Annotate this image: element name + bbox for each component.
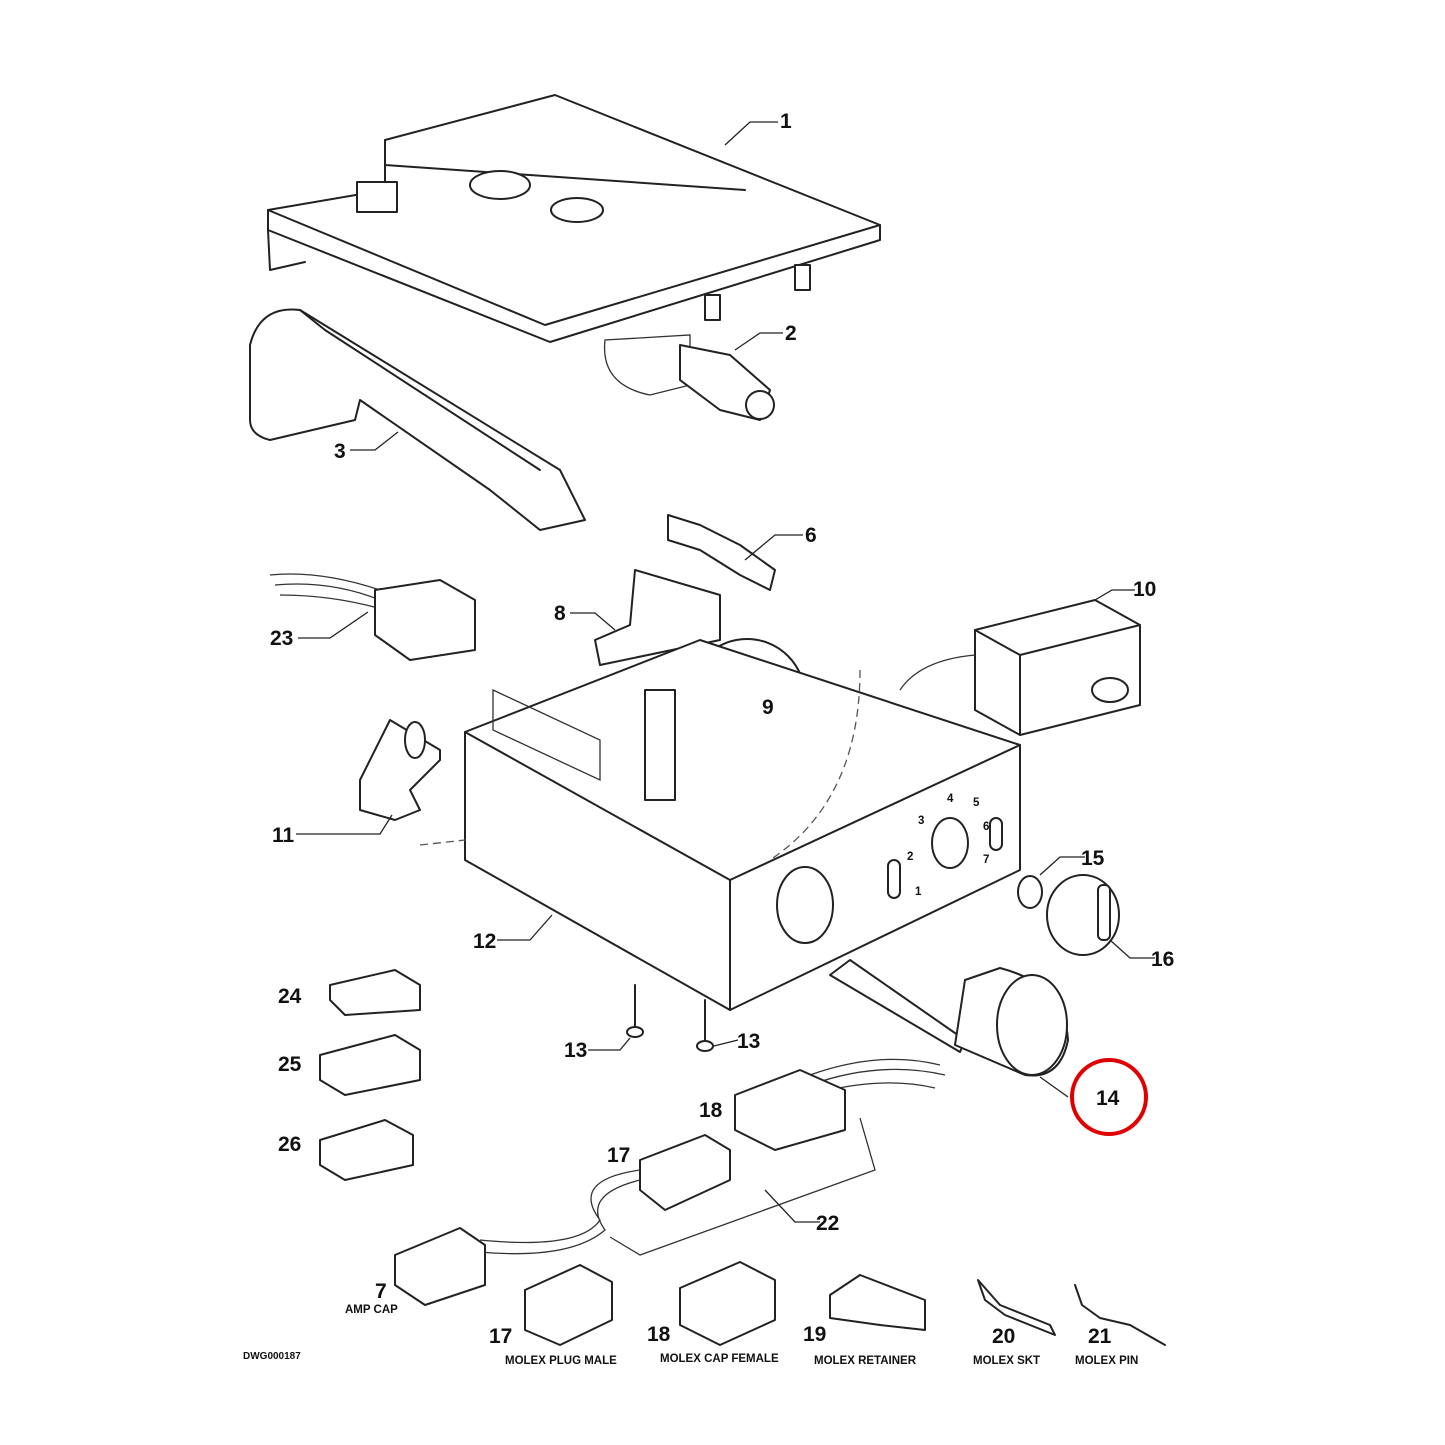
dial-mark-7: 7 [983,854,989,866]
legend-caption-molex-pin: MOLEX PIN [1075,1355,1138,1367]
callout-1: 1 [780,110,792,133]
harness-17-18-22 [394,1058,946,1306]
legend-caption-molex-cap-female: MOLEX CAP FEMALE [660,1353,779,1365]
callout-6: 6 [805,524,817,547]
part-15-16-knob [1017,874,1120,956]
part-1-lid [267,94,881,343]
callouts: 1 2 3 6 8 9 10 11 12 13 13 14 15 16 17 1… [270,110,1174,1235]
callout-15: 15 [1081,847,1105,870]
leader-lines [296,121,1155,1223]
dial-mark-1: 1 [915,886,922,898]
callout-23: 23 [270,627,293,650]
callout-10: 10 [1133,578,1156,601]
connectors-left [269,573,476,1181]
part-14-capacitor [829,959,1069,1077]
highlight-circle [1070,1058,1148,1136]
legend-caption-molex-plug-male: MOLEX PLUG MALE [505,1355,617,1367]
legend-number-18: 18 [647,1323,671,1346]
legend-number-19: 19 [803,1323,826,1346]
callout-25: 25 [278,1053,302,1076]
callout-17: 17 [607,1144,630,1167]
dial-scale: 1 2 3 4 5 6 7 [907,793,989,898]
callout-11: 11 [272,824,295,847]
legend-number-21: 21 [1088,1325,1112,1348]
part-10-thermostat [899,599,1141,736]
legend-number-20: 20 [992,1325,1015,1348]
legend-caption-amp-cap: AMP CAP [345,1304,398,1316]
callout-2: 2 [785,322,797,345]
dial-mark-3: 3 [918,815,924,827]
legend: 7 AMP CAP 17 MOLEX PLUG MALE 18 MOLEX CA… [243,1280,1138,1367]
part-13-screws [626,984,714,1052]
callout-8: 8 [554,602,566,625]
legend-parts [524,1261,1166,1346]
callout-9: 9 [762,696,774,719]
callout-3: 3 [334,440,346,463]
drawing-id: DWG000187 [243,1351,301,1362]
callout-13: 13 [737,1030,760,1053]
dial-mark-6: 6 [983,821,989,833]
callout-16: 16 [1151,948,1174,971]
callout-18: 18 [699,1099,723,1122]
dial-mark-4: 4 [947,793,954,805]
callout-13: 13 [564,1039,587,1062]
callout-12: 12 [473,930,496,953]
part-11-bracket [359,719,441,821]
legend-caption-molex-skt: MOLEX SKT [973,1355,1040,1367]
legend-caption-molex-retainer: MOLEX RETAINER [814,1355,917,1367]
dial-mark-5: 5 [973,797,980,809]
part-2-lamp [603,334,775,421]
part-12-housing [419,639,1021,1011]
legend-number-7: 7 [375,1280,387,1303]
callout-26: 26 [278,1133,301,1156]
part-3-handle [249,308,586,531]
callout-22: 22 [816,1212,839,1235]
callout-14: 14 [1096,1087,1120,1110]
dial-mark-2: 2 [907,851,913,863]
legend-number-17: 17 [489,1325,512,1348]
callout-24: 24 [278,985,302,1008]
